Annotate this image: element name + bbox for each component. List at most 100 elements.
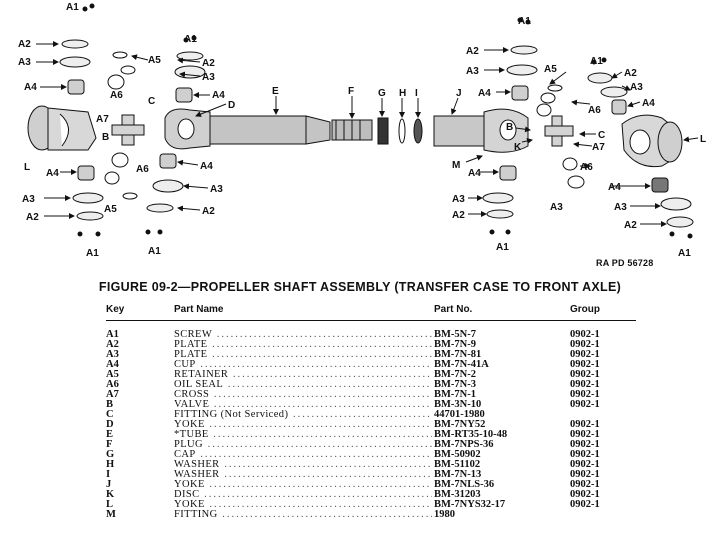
cell-group: 0902-1 [570, 429, 600, 440]
cell-key: J [106, 479, 112, 490]
cell-part-no: BM-7NLS-36 [434, 479, 495, 490]
header-part-no: Part No. [434, 304, 473, 315]
leader-dots: ........................................… [204, 490, 432, 500]
cell-group: 0902-1 [570, 339, 600, 350]
cell-part-no: BM-7N-1 [434, 389, 476, 400]
cell-part-name: WASHER .................................… [174, 460, 432, 470]
table-row: A4 CUP ..................................… [0, 359, 720, 370]
cell-key: L [106, 499, 114, 510]
cell-key: A7 [106, 389, 119, 400]
callout-l: L [700, 134, 706, 145]
header-group: Group [570, 304, 600, 315]
callout-g: G [378, 88, 386, 99]
parts-table-body: A1 SCREW ................................… [0, 329, 720, 520]
table-row: A5 RETAINER .............................… [0, 369, 720, 380]
header-rule [106, 320, 636, 321]
cell-key: A1 [106, 329, 119, 340]
cell-part-name: RETAINER ...............................… [174, 370, 432, 380]
cell-part-no: BM-50902 [434, 449, 481, 460]
callout-a7: A7 [592, 142, 605, 153]
cell-group: 0902-1 [570, 469, 600, 480]
leader-dots: ........................................… [212, 340, 432, 350]
cell-part-no: BM-7NY52 [434, 419, 486, 430]
cell-key: A3 [106, 349, 119, 360]
cell-group: 0902-1 [570, 389, 600, 400]
callout-h: H [399, 88, 406, 99]
table-row: J YOKE ..................................… [0, 479, 720, 490]
callout-a3: A3 [630, 82, 643, 93]
callout-a2: A2 [452, 210, 465, 221]
right-joint-parts-drawing [482, 17, 694, 239]
callout-a3: A3 [210, 184, 223, 195]
cell-part-name: CAP ....................................… [174, 450, 432, 460]
cell-group: 0902-1 [570, 449, 600, 460]
table-row: A1 SCREW ................................… [0, 329, 720, 340]
figure-caption: FIGURE 09-2—PROPELLER SHAFT ASSEMBLY (TR… [98, 280, 622, 294]
cell-group: 0902-1 [570, 459, 600, 470]
leader-dots: ........................................… [209, 480, 432, 490]
header-part-name: Part Name [174, 304, 224, 315]
cell-part-no: BM-31203 [434, 489, 481, 500]
leader-dots: ........................................… [232, 370, 432, 380]
callout-a2: A2 [202, 206, 215, 217]
figure-reference: RA PD 56728 [596, 258, 654, 268]
cell-part-no: 1980 [434, 509, 455, 520]
cell-key: M [106, 509, 116, 520]
cell-key: K [106, 489, 115, 500]
cell-key: A5 [106, 369, 119, 380]
callout-a2: A2 [26, 212, 39, 223]
cell-part-no: BM-7NYS32-17 [434, 499, 506, 510]
leader-dots: ........................................… [200, 360, 432, 370]
cell-part-no: 44701-1980 [434, 409, 485, 420]
cell-part-no: BM-7N-41A [434, 359, 489, 370]
table-row: A3 PLATE ................................… [0, 349, 720, 360]
cell-part-no: BM-7N-13 [434, 469, 482, 480]
cell-part-name: OIL SEAL ...............................… [174, 380, 432, 390]
leader-dots: ........................................… [213, 400, 432, 410]
callout-a7: A7 [96, 114, 109, 125]
callout-a6: A6 [588, 105, 601, 116]
leader-dots: ........................................… [216, 330, 432, 340]
leader-dots: ........................................… [213, 390, 432, 400]
cell-part-name: YOKE ...................................… [174, 420, 432, 430]
callout-a4: A4 [478, 88, 491, 99]
cell-part-name: DISC ...................................… [174, 490, 432, 500]
callout-a4: A4 [468, 168, 481, 179]
table-row: A7 CROSS ................................… [0, 389, 720, 400]
table-row: G CAP ...................................… [0, 449, 720, 460]
callout-d: D [228, 100, 235, 111]
cell-group: 0902-1 [570, 479, 600, 490]
callout-a3: A3 [550, 202, 563, 213]
cell-part-name: PLATE ..................................… [174, 350, 432, 360]
callout-a3: A3 [202, 72, 215, 83]
cell-part-no: BM-RT35-10-48 [434, 429, 508, 440]
cell-group: 0902-1 [570, 489, 600, 500]
cell-part-name: CUP ....................................… [174, 360, 432, 370]
callout-a3: A3 [614, 202, 627, 213]
cell-part-no: BM-7N-9 [434, 339, 476, 350]
cell-part-name: CROSS ..................................… [174, 390, 432, 400]
callout-a3: A3 [466, 66, 479, 77]
cell-part-name: YOKE ...................................… [174, 480, 432, 490]
callout-a1: A1 [518, 16, 531, 27]
callout-c: C [598, 130, 605, 141]
callout-a3: A3 [452, 194, 465, 205]
callout-a5: A5 [544, 64, 557, 75]
callout-f: F [348, 86, 354, 97]
cell-part-name: SCREW ..................................… [174, 330, 432, 340]
header-key: Key [106, 304, 125, 315]
cell-part-no: BM-7N-3 [434, 379, 476, 390]
cell-key: G [106, 449, 115, 460]
cell-part-no: BM-5N-7 [434, 329, 476, 340]
cell-part-name: YOKE ...................................… [174, 500, 432, 510]
exploded-parts-diagram: A1 A2 A3 A4 A5 A6 C A7 B L A4 A6 A3 A2 A… [18, 2, 706, 259]
leader-dots: ........................................… [209, 500, 432, 510]
leader-dots: ........................................… [213, 430, 432, 440]
cell-key: A4 [106, 359, 119, 370]
